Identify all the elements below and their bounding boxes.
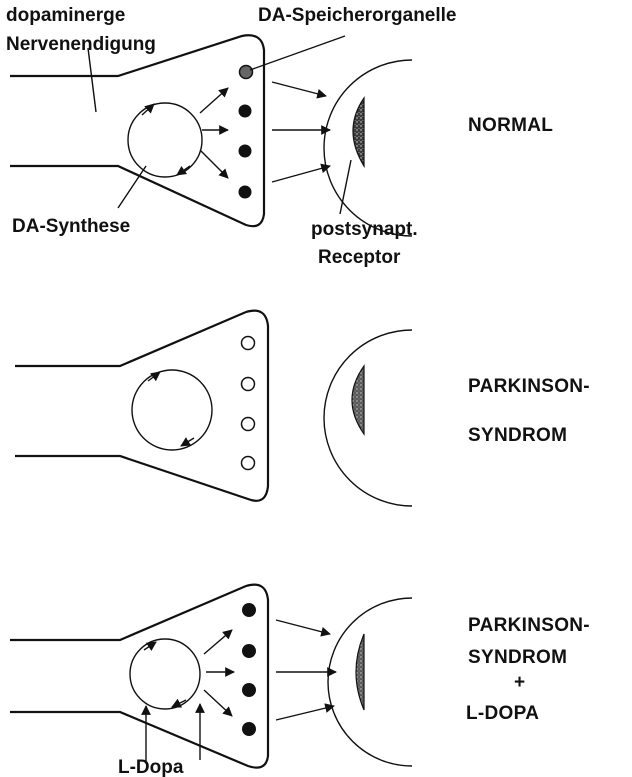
- vesicle: [242, 722, 256, 736]
- label-dopaminergic-2: Nervenendigung: [6, 34, 156, 55]
- vesicle: [239, 186, 252, 199]
- label-ldopa-1: PARKINSON-: [468, 615, 590, 636]
- label-ldopa-plus: +: [514, 672, 525, 693]
- label-parkinson-2: SYNDROM: [468, 425, 567, 446]
- label-dopaminergic-1: dopaminerge: [6, 5, 125, 26]
- release-arrow: [276, 706, 334, 720]
- empty-vesicle: [242, 378, 255, 391]
- vesicle: [240, 66, 253, 79]
- vesicle: [242, 683, 256, 697]
- postsynaptic-receptor: [353, 98, 364, 166]
- release-arrow: [276, 620, 330, 634]
- transport-arrow: [200, 88, 228, 113]
- empty-vesicle: [242, 337, 255, 350]
- transport-arrow: [200, 150, 228, 178]
- nerve-terminal: [15, 311, 268, 501]
- label-ldopa-3: L-DOPA: [466, 703, 539, 724]
- panel-parkinson: PARKINSON- SYNDROM: [15, 311, 590, 506]
- synthesis-cycle: [130, 639, 200, 709]
- postsynaptic-receptor: [356, 634, 364, 710]
- synthesis-cycle: [132, 370, 212, 450]
- label-receptor-1: postsynapt.: [311, 219, 418, 240]
- nerve-terminal: [10, 585, 268, 768]
- label-ldopa-input: L-Dopa: [118, 757, 184, 777]
- empty-vesicle: [242, 457, 255, 470]
- leader-line: [88, 48, 96, 112]
- nerve-terminal: [10, 35, 264, 226]
- postsynaptic-receptor: [352, 366, 364, 434]
- synthesis-cycle: [128, 103, 202, 177]
- postsynaptic-cell: [328, 598, 412, 766]
- label-synthesis: DA-Synthese: [12, 216, 130, 237]
- label-parkinson-1: PARKINSON-: [468, 376, 590, 397]
- vesicle: [239, 105, 252, 118]
- vesicle: [242, 603, 256, 617]
- cycle-arrow-bottom: [177, 166, 190, 175]
- panel-parkinson-ldopa: L-Dopa PARKINSON- SYNDROM + L-DOPA: [10, 585, 590, 777]
- panel-normal: dopaminerge Nervenendigung DA-Speicheror…: [6, 5, 553, 268]
- vesicle: [242, 644, 256, 658]
- label-receptor-2: Receptor: [318, 247, 401, 268]
- postsynaptic-cell: [324, 60, 412, 236]
- label-normal: NORMAL: [468, 115, 553, 136]
- release-arrow: [272, 166, 330, 182]
- empty-vesicle: [242, 418, 255, 431]
- label-storage-organelle: DA-Speicherorganelle: [258, 5, 457, 26]
- release-arrow: [272, 82, 326, 96]
- cycle-arrow-top: [144, 642, 156, 650]
- transport-arrow: [204, 630, 232, 654]
- transport-arrow: [204, 690, 232, 716]
- vesicle: [239, 145, 252, 158]
- label-ldopa-2: SYNDROM: [468, 647, 567, 668]
- postsynaptic-cell: [324, 330, 412, 506]
